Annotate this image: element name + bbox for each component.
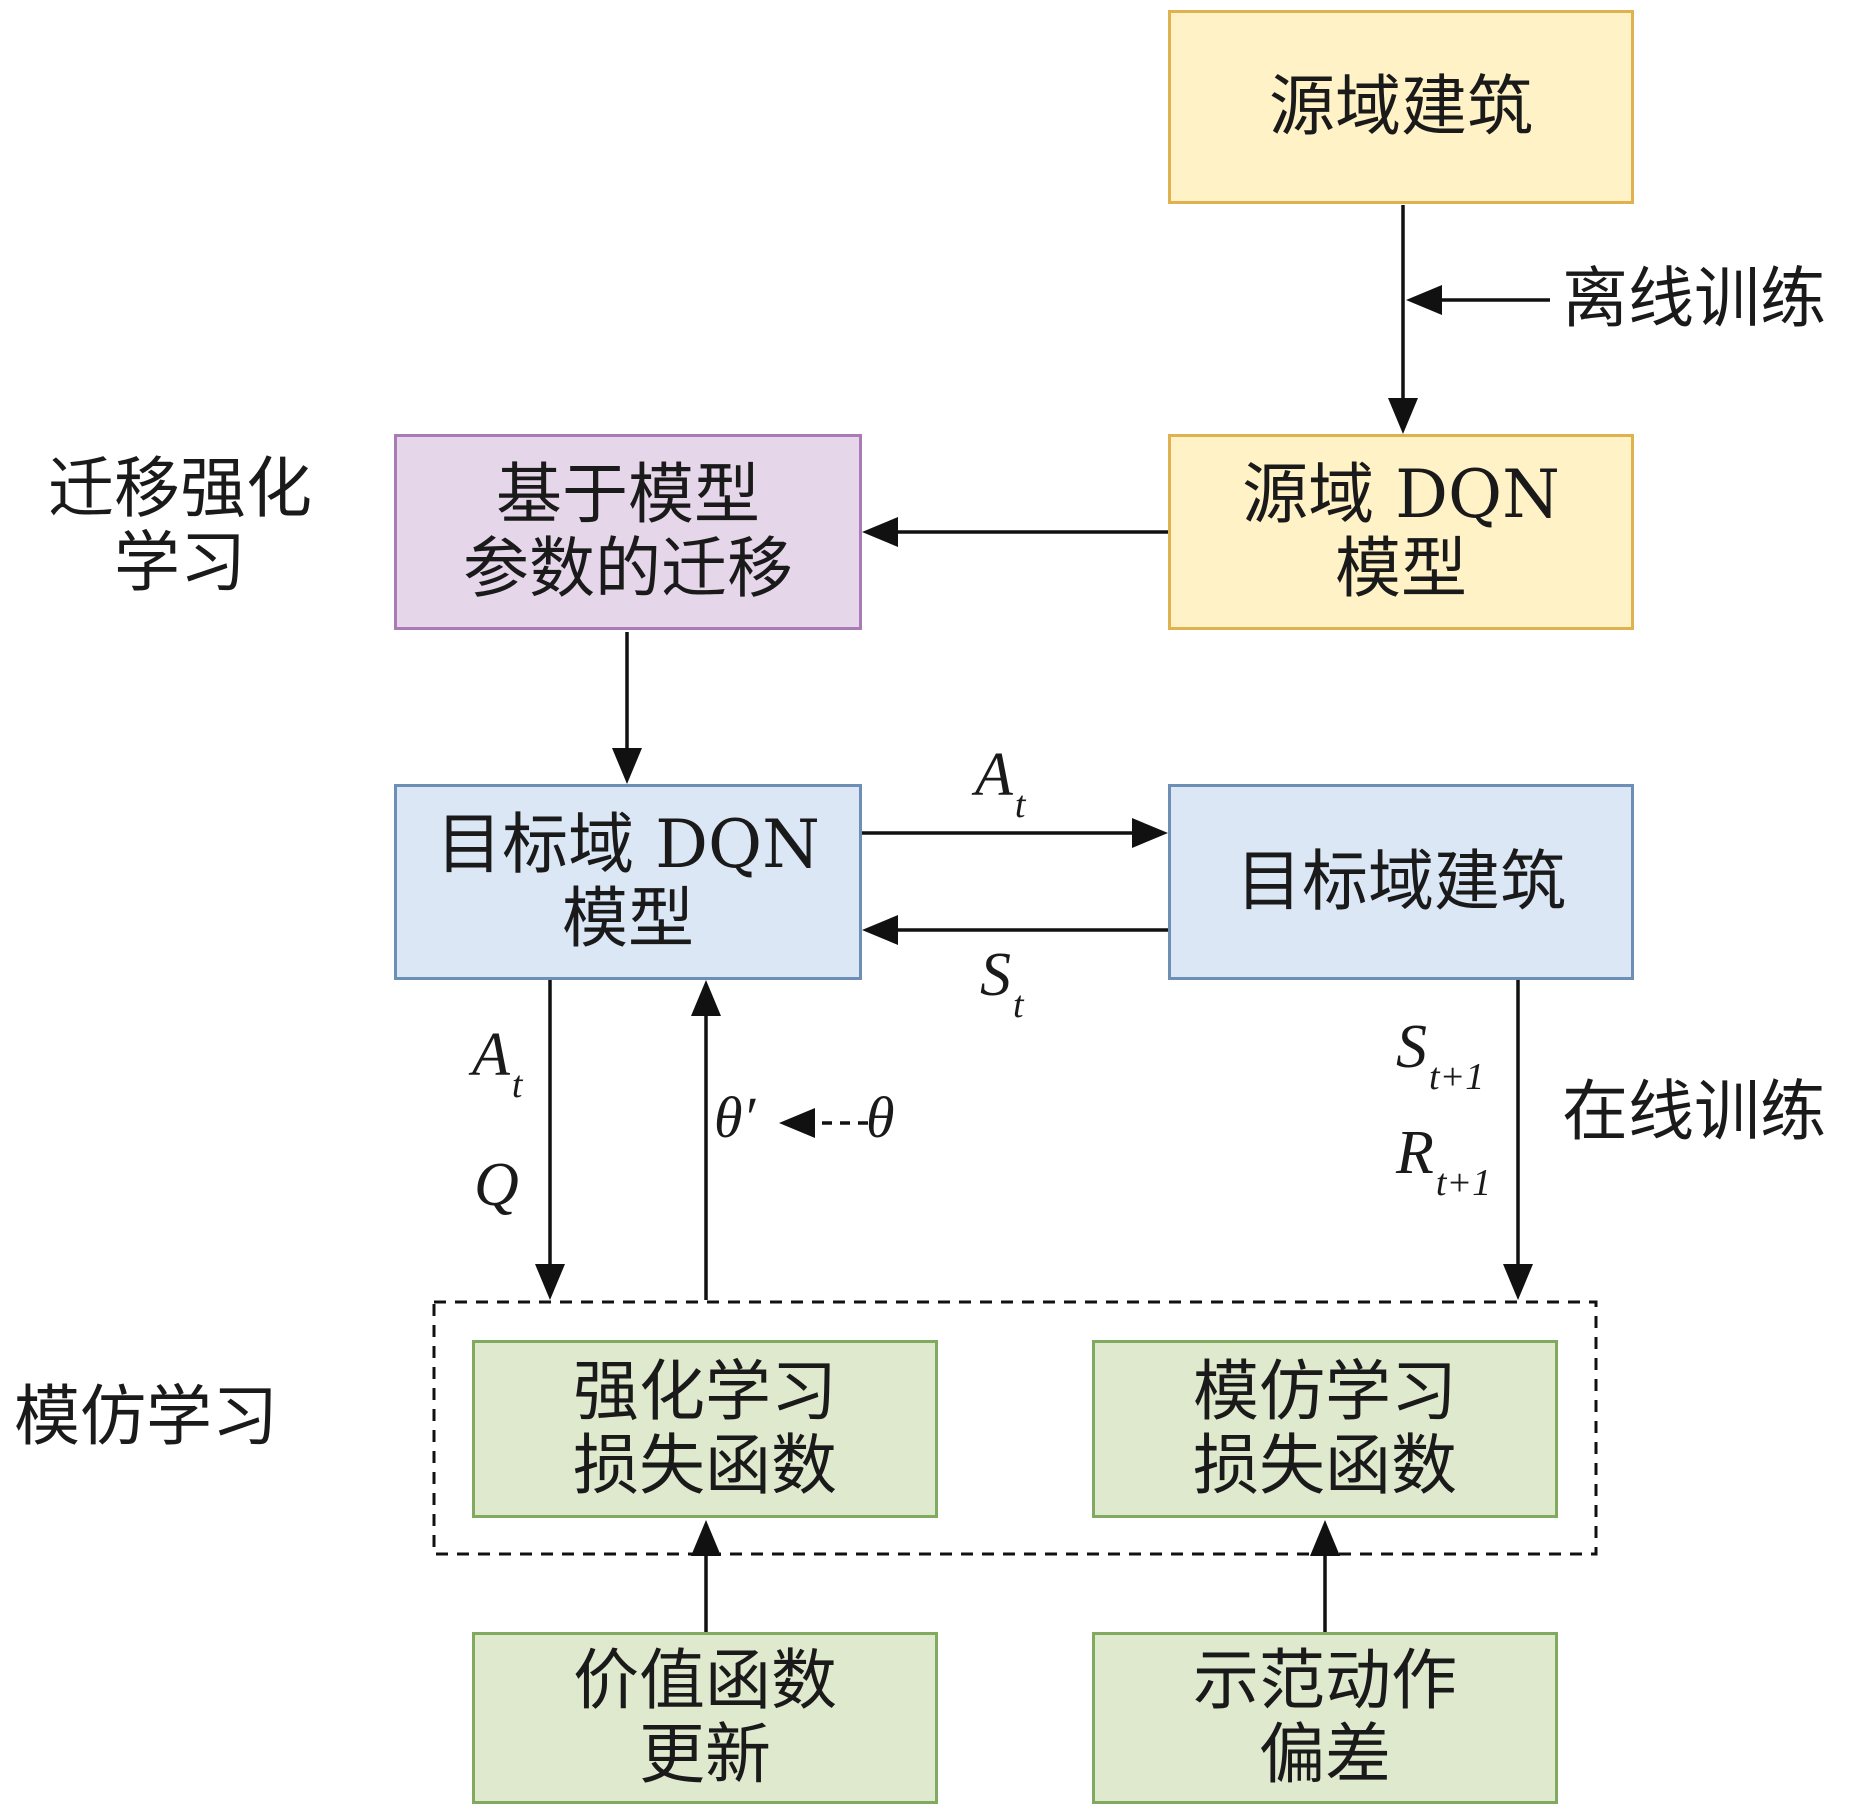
arrowhead [1503,1264,1533,1300]
param-transfer-label-line-2: 参数的迁移 [463,530,793,607]
arrowhead [862,915,898,945]
demo-bias-label-line-2: 偏差 [1259,1716,1391,1793]
rl-loss-box: 强化学习 损失函数 [472,1340,938,1518]
source-building-label: 源域建筑 [1269,68,1533,146]
source-dqn-label-line-2: 模型 [1335,530,1467,607]
demo-bias-box: 示范动作 偏差 [1092,1632,1558,1804]
il-loss-label-line-2: 损失函数 [1193,1427,1457,1504]
theta-prime-label: θ′ [714,1084,755,1151]
arrowhead [1406,285,1442,315]
rl-loss-label-line-1: 强化学习 [573,1353,837,1431]
arrowhead [691,1520,721,1556]
demo-bias-label-line-1: 示范动作 [1193,1642,1457,1720]
rl-loss-label-line-2: 损失函数 [573,1427,837,1504]
transfer-rl-label-line-1: 迁移强化 [48,450,312,527]
target-dqn-label-line-2: 模型 [562,880,694,957]
state-subscript: t [1013,984,1024,1026]
q-symbol: Q [474,1151,519,1219]
action-label-left: At [472,1020,522,1106]
param-transfer-label-line-1: 基于模型 [496,456,760,534]
next-state-label: St+1 [1396,1012,1484,1098]
source-building-box: 源域建筑 [1168,10,1634,204]
arrowhead [862,517,898,547]
imitation-learning-group [432,1300,1598,1556]
imitation-learning-label: 模仿学习 [14,1378,278,1455]
reward-label: Rt+1 [1396,1118,1491,1204]
theta-symbol: θ [866,1085,895,1150]
action-symbol: A [975,741,1013,809]
il-loss-box: 模仿学习 损失函数 [1092,1340,1558,1518]
reward-subscript: t+1 [1435,1162,1492,1204]
transfer-rl-label-line-2: 学习 [114,523,246,601]
arrowhead [1388,398,1418,434]
theta-label: θ [866,1084,895,1151]
source-dqn-label-line-1: 源域 DQN [1242,456,1560,534]
arrowhead [1310,1520,1340,1556]
action-label-top: At [975,740,1025,826]
value-update-box: 价值函数 更新 [472,1632,938,1804]
online-training-label: 在线训练 [1562,1073,1826,1150]
arrowhead [691,980,721,1016]
next-state-subscript: t+1 [1429,1056,1485,1098]
transfer-rl-label: 迁移强化 学习 [48,452,312,600]
theta-prime-symbol: θ′ [714,1085,756,1150]
arrowhead [535,1264,565,1300]
action-subscript: t [1014,784,1026,826]
action-symbol: A [472,1021,510,1089]
q-label: Q [474,1150,519,1221]
target-dqn-box: 目标域 DQN 模型 [394,784,862,980]
arrowhead [779,1108,815,1138]
next-state-symbol: S [1396,1013,1427,1081]
il-loss-label-line-1: 模仿学习 [1193,1353,1457,1431]
offline-training-label: 离线训练 [1562,260,1826,337]
reward-symbol: R [1396,1119,1434,1187]
arrowhead [612,748,642,784]
state-label: St [980,940,1024,1026]
target-dqn-label-line-1: 目标域 DQN [436,806,820,884]
target-building-box: 目标域建筑 [1168,784,1634,980]
source-dqn-box: 源域 DQN 模型 [1168,434,1634,630]
param-transfer-box: 基于模型 参数的迁移 [394,434,862,630]
arrowhead [1132,818,1168,848]
target-building-label: 目标域建筑 [1236,843,1566,921]
value-update-label-line-1: 价值函数 [573,1642,837,1720]
state-symbol: S [980,941,1011,1009]
value-update-label-line-2: 更新 [639,1716,771,1793]
action-subscript: t [511,1064,523,1106]
